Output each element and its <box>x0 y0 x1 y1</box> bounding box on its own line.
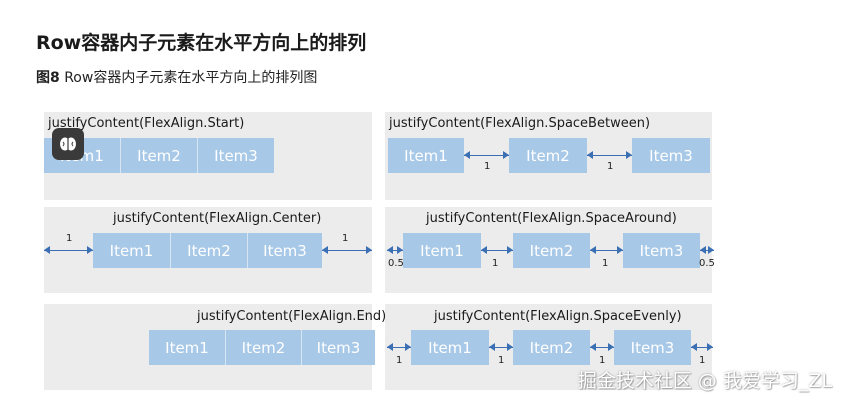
gap-arrow <box>590 250 623 251</box>
arrow-left-icon <box>587 151 593 159</box>
arrow-left-icon <box>481 246 487 254</box>
arrow-right-icon <box>503 151 509 159</box>
gap-arrow <box>489 347 513 348</box>
panel-title-space-evenly: justifyContent(FlexAlign.SpaceEvenly) <box>434 309 682 324</box>
arrow-right-icon <box>366 246 372 254</box>
item-3: Item3 <box>301 330 375 365</box>
gap-arrow <box>700 250 714 251</box>
arrow-right-icon <box>608 343 614 351</box>
item-3: Item3 <box>197 138 274 173</box>
gap-arrow <box>44 250 93 251</box>
item-3: Item3 <box>632 138 710 173</box>
panel-title-space-around: justifyContent(FlexAlign.SpaceAround) <box>426 211 677 226</box>
gap-label: 1 <box>396 355 403 366</box>
item-2: Item2 <box>513 233 590 268</box>
arrow-left-icon <box>322 246 328 254</box>
item-2: Item2 <box>225 330 301 365</box>
assistant-button[interactable] <box>52 128 84 160</box>
arrow-left-icon <box>387 343 393 351</box>
item-1: Item1 <box>411 330 489 365</box>
gap-label: 1 <box>607 161 614 172</box>
gap-arrow <box>387 250 403 251</box>
edge-gap-label: 0.5 <box>699 258 715 269</box>
arrow-right-icon <box>708 246 714 254</box>
gap-label: 1 <box>484 161 491 172</box>
gap-arrow <box>387 347 411 348</box>
arrow-right-icon <box>617 246 623 254</box>
item-3: Item3 <box>623 233 700 268</box>
gap-arrow <box>481 250 513 251</box>
item-3: Item3 <box>247 233 322 268</box>
arrow-left-icon <box>464 151 470 159</box>
panel-title-space-between: justifyContent(FlexAlign.SpaceBetween) <box>389 116 651 131</box>
panel-title-center: justifyContent(FlexAlign.Center) <box>113 211 322 226</box>
item-1: Item1 <box>149 330 225 365</box>
gap-label: 1 <box>492 258 499 269</box>
arrow-right-icon <box>707 343 713 351</box>
item-3: Item3 <box>614 330 691 365</box>
gap-label: 1 <box>599 355 606 366</box>
gap-arrow <box>322 250 372 251</box>
arrow-right-icon <box>87 246 93 254</box>
arrow-left-icon <box>44 246 50 254</box>
edge-gap-label: 0.5 <box>388 258 404 269</box>
arrow-left-icon <box>387 246 393 254</box>
panel-title-start: justifyContent(FlexAlign.Start) <box>48 116 245 131</box>
arrow-left-icon <box>700 246 706 254</box>
item-2: Item2 <box>509 138 587 173</box>
item-1: Item1 <box>93 233 170 268</box>
figure-label: 图8 <box>36 70 60 86</box>
gap-arrow <box>691 347 713 348</box>
item-2: Item2 <box>170 233 247 268</box>
item-2: Item2 <box>513 330 590 365</box>
arrow-right-icon <box>507 246 513 254</box>
arrow-left-icon <box>489 343 495 351</box>
arrow-right-icon <box>626 151 632 159</box>
arrow-right-icon <box>397 246 403 254</box>
panel-title-end: justifyContent(FlexAlign.End) <box>197 309 387 324</box>
watermark: 掘金技术社区 @ 我爱学习_ZL <box>577 370 832 392</box>
gap-label: 1 <box>699 355 706 366</box>
arrow-right-icon <box>507 343 513 351</box>
figure-caption: 图8 Row容器内子元素在水平方向上的排列图 <box>36 67 317 87</box>
figure-caption-text: Row容器内子元素在水平方向上的排列图 <box>59 70 318 86</box>
gap-arrow <box>464 155 509 156</box>
page-heading: Row容器内子元素在水平方向上的排列 <box>36 32 367 54</box>
gap-arrow <box>590 347 614 348</box>
item-1: Item1 <box>403 233 481 268</box>
item-2: Item2 <box>120 138 197 173</box>
gap-label: 1 <box>498 355 505 366</box>
brain-icon <box>60 137 76 151</box>
arrow-left-icon <box>590 343 596 351</box>
arrow-right-icon <box>405 343 411 351</box>
arrow-left-icon <box>691 343 697 351</box>
gap-label: 1 <box>342 233 349 244</box>
item-1: Item1 <box>388 138 464 173</box>
gap-label: 1 <box>66 233 73 244</box>
arrow-left-icon <box>590 246 596 254</box>
gap-label: 1 <box>602 258 609 269</box>
gap-arrow <box>587 155 632 156</box>
